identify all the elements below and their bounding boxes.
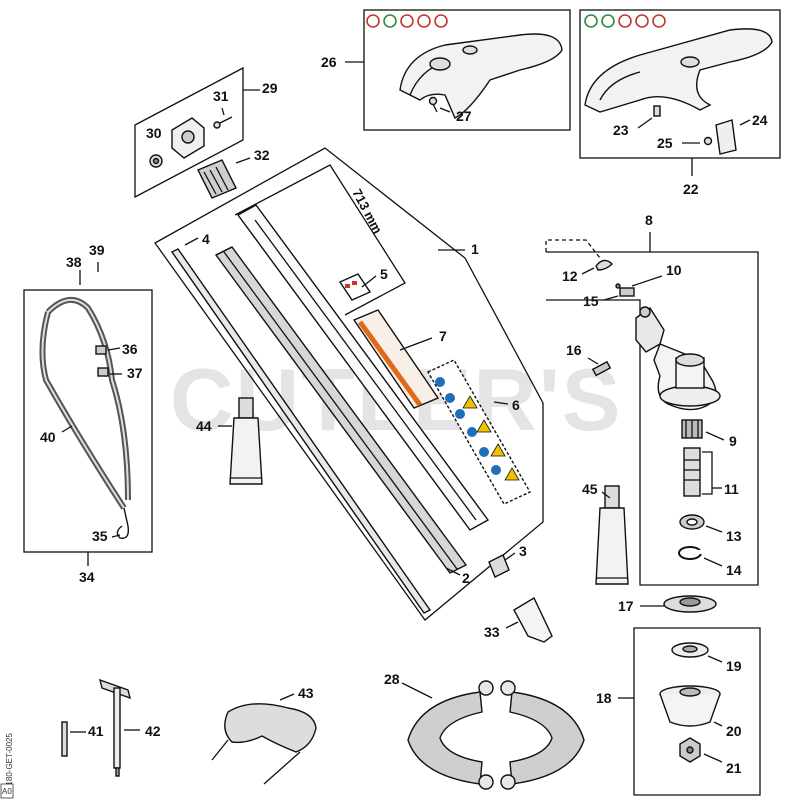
part-number-10: 10 [666,262,682,278]
part-number-22: 22 [683,181,699,197]
part-number-45: 45 [582,481,598,497]
part-number-31: 31 [213,88,229,104]
drive-shaft-4 [170,248,432,614]
label-7 [352,309,440,409]
nut-21 [679,737,701,763]
rubber-sleeve-32 [197,159,237,199]
thrust-plate-17 [663,595,717,613]
screw-10 [615,283,635,297]
part-number-34: 34 [79,569,95,585]
part-number-7: 7 [439,328,447,344]
grease-tube-44 [229,397,263,485]
part-number-32: 32 [254,147,270,163]
screw-31 [213,116,233,129]
part-number-8: 8 [645,212,653,228]
dimension-713mm: 713 mm [349,186,385,236]
part-number-30: 30 [146,125,162,141]
harness-box-34: 35 36 37 40 [23,289,153,553]
buckle-36 [95,345,107,355]
part-number-43: 43 [298,685,314,701]
part-number-44: 44 [196,418,212,434]
part-number-12: 12 [562,268,578,284]
bearing-13 [679,514,705,530]
part-number-5: 5 [380,266,388,282]
screw-23 [653,105,661,117]
part-number-40: 40 [40,429,56,445]
wrench-42 [99,678,131,777]
cup-20 [659,685,721,727]
part-number-42: 42 [145,723,161,739]
shoulder-strap-40 [39,297,131,510]
assembly-box-29: 31 30 [134,66,251,199]
part-number-28: 28 [384,671,400,687]
part-number-29: 29 [262,80,278,96]
part-number-26: 26 [321,54,337,70]
part-number-9: 9 [729,433,737,449]
shaft-assembly-box-1: 713 mm 4 5 7 [154,147,544,621]
gear-housing [635,306,721,411]
part-number-27: 27 [456,108,472,124]
mowing-head-box-18: 19 20 21 [633,627,761,796]
part-number-2: 2 [462,570,470,586]
part-number-4: 4 [202,231,210,247]
part-number-24: 24 [752,112,768,128]
part-number-6: 6 [512,397,520,413]
drawing-code: 4180-GET-0025 [5,733,14,790]
safety-glasses-43 [211,703,317,785]
screw-27 [428,96,438,113]
buckle-37 [97,367,109,377]
sleeve-24 [715,119,737,155]
part-number-37: 37 [127,365,143,381]
part-number-3: 3 [519,543,527,559]
part-number-1: 1 [471,241,479,257]
handle-housing-22 [584,28,773,113]
part-number-23: 23 [613,122,629,138]
handle-housing-26 [399,33,563,119]
part-number-25: 25 [657,135,673,151]
part-number-19: 19 [726,658,742,674]
safety-icons-22 [584,14,666,28]
circlip-14 [678,546,704,560]
part-number-21: 21 [726,760,742,776]
screw-25 [703,136,713,146]
part-number-36: 36 [122,341,138,357]
pin-41 [61,721,68,757]
part-number-18: 18 [596,690,612,706]
part-number-35: 35 [92,528,108,544]
screw-16 [591,360,612,377]
label-6 [427,359,531,505]
part-number-38: 38 [66,254,82,270]
assembly-box-22: 23 24 25 [579,9,781,159]
part-number-20: 20 [726,723,742,739]
part-number-15: 15 [583,293,599,309]
part-number-13: 13 [726,528,742,544]
part-number-11: 11 [724,481,739,497]
washer-19 [671,642,709,658]
part-number-41: 41 [88,723,104,739]
outer-tube-1 [236,204,490,531]
part-number-16: 16 [566,342,582,358]
drawing-code-2: A0 [2,787,12,796]
shaft-11 [683,447,701,497]
part-number-17: 17 [618,598,634,614]
gearhead-box-8: 12 10 15 16 9 [545,239,759,586]
end-cap-33 [513,597,553,643]
part-number-33: 33 [484,624,500,640]
safety-icons-26 [366,14,448,28]
snap-hook-35 [116,507,130,539]
clamp-body [171,117,205,159]
grease-tube-45 [595,485,629,585]
assembly-box-26: 27 [363,9,571,131]
nut-30 [149,154,163,168]
part-number-14: 14 [726,562,742,578]
bushing-3 [488,554,510,578]
liner-tube-2 [214,246,468,574]
part-number-39: 39 [89,242,105,258]
clip-12 [595,259,613,271]
label-5 [338,273,372,301]
deflector-28 [407,680,585,790]
bearing-9 [681,419,703,439]
